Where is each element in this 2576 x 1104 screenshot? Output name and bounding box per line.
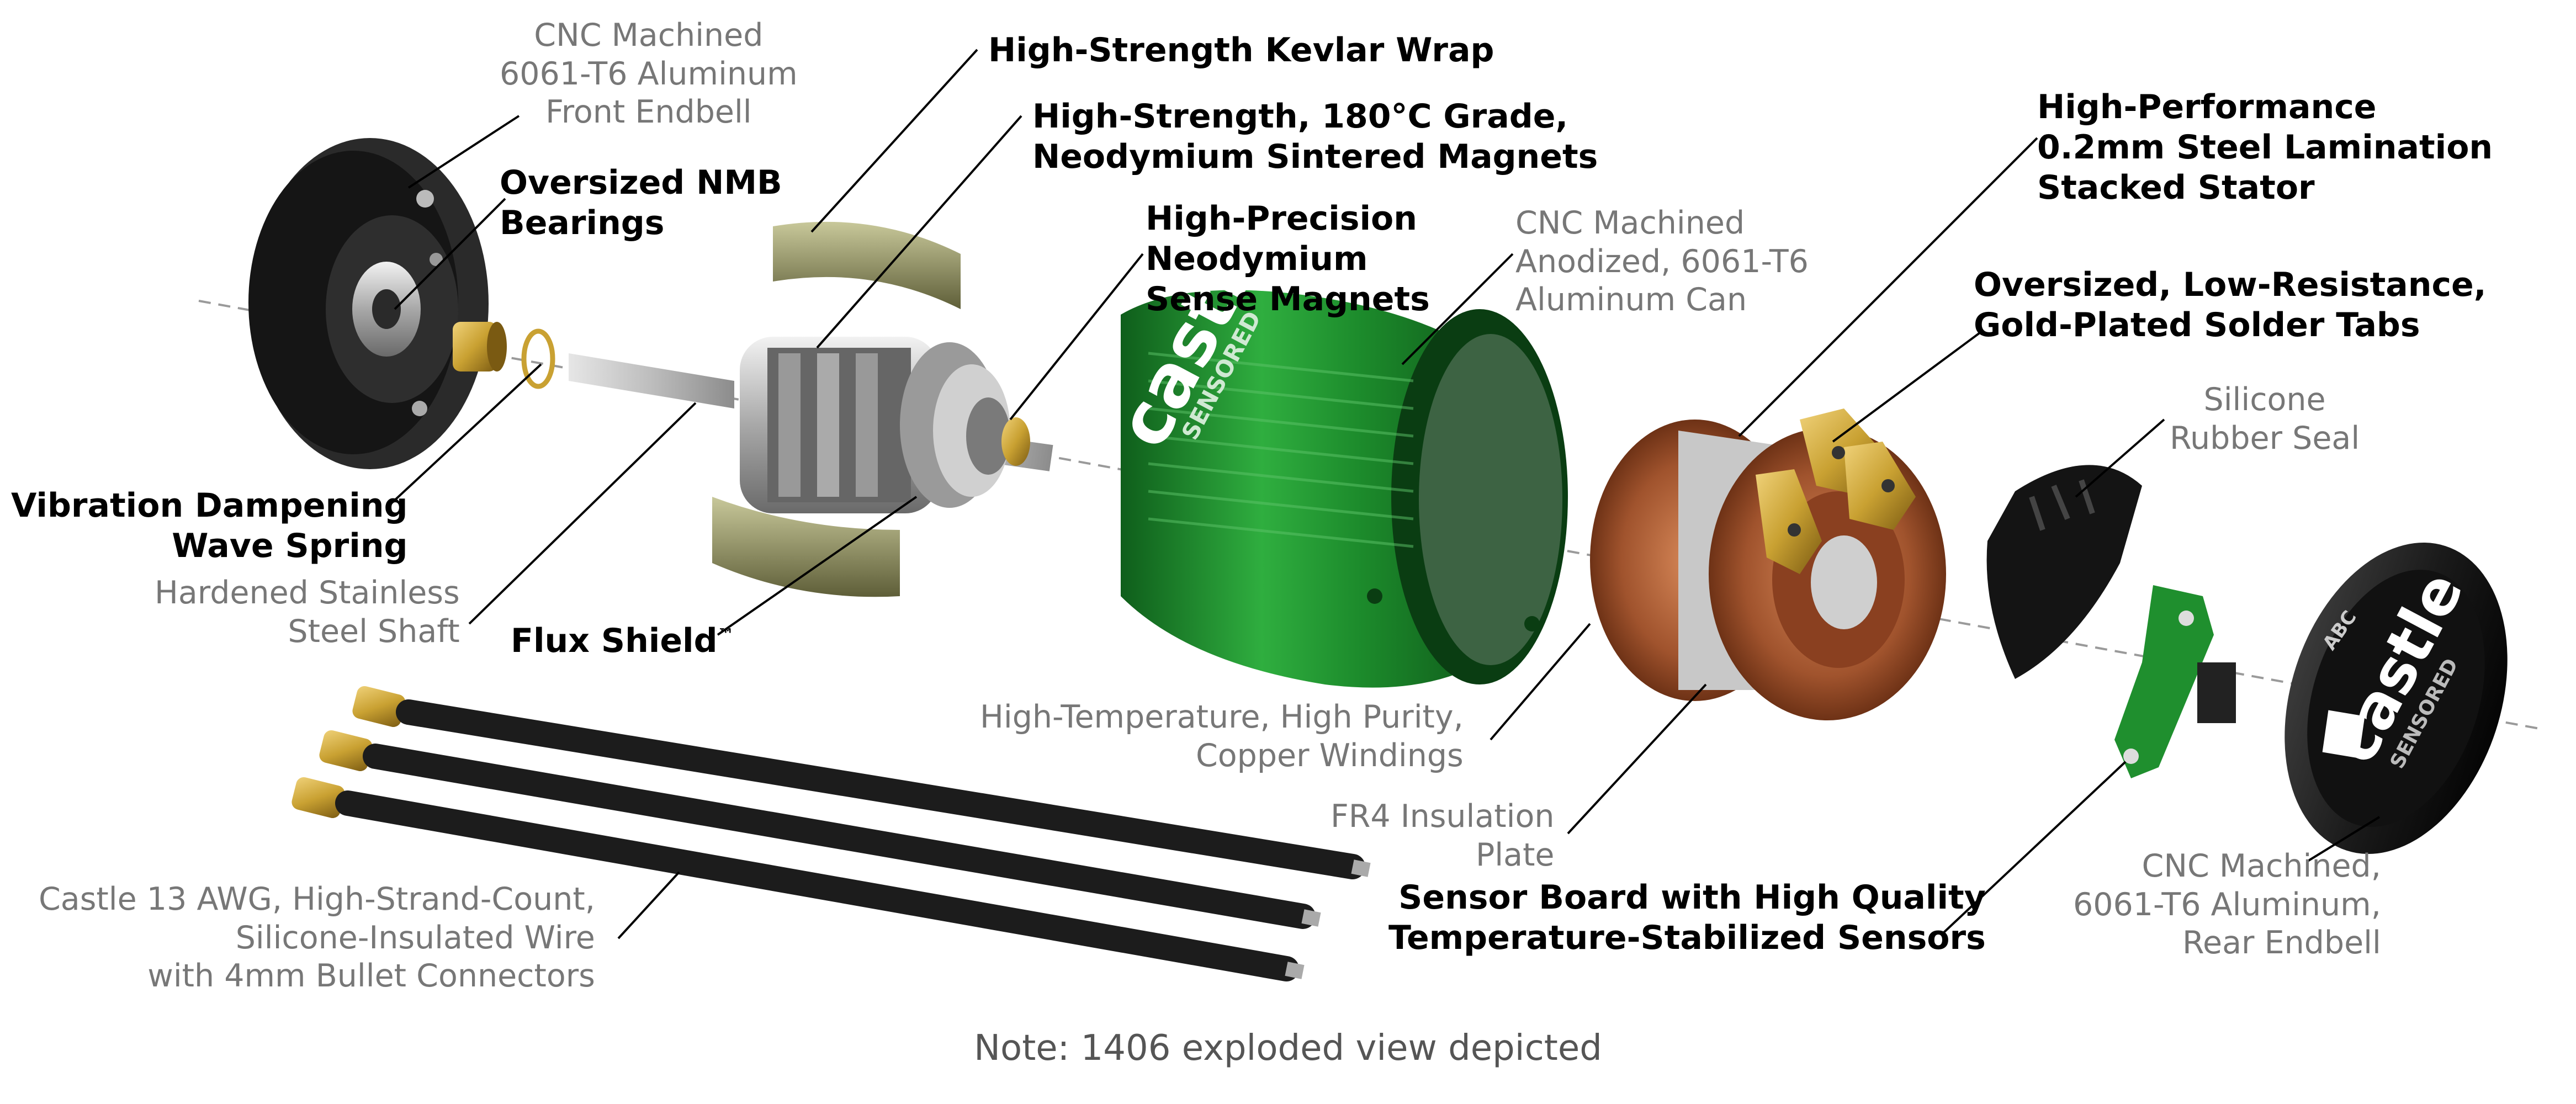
label-wave-spring: Vibration Dampening Wave Spring [11, 486, 408, 566]
label-wire: Castle 13 AWG, High-Strand-Count, Silico… [39, 881, 595, 995]
wire-1 [352, 686, 1371, 879]
wire-2 [319, 730, 1321, 929]
label-shaft: Hardened Stainless Steel Shaft [155, 575, 460, 650]
label-front-endbell: CNC Machined 6061-T6 Aluminum Front Endb… [500, 17, 798, 131]
label-rear-endbell: CNC Machined, 6061-T6 Aluminum, Rear End… [2073, 848, 2381, 962]
label-sense-magnets: High-Precision Neodymium Sense Magnets [1146, 199, 1430, 319]
label-windings: High-Temperature, High Purity, Copper Wi… [980, 699, 1464, 774]
label-flux-shield: Flux Shield™ [511, 622, 734, 660]
label-insulation: FR4 Insulation Plate [1331, 798, 1555, 873]
rear-endbell: castle SENSORED ABC [2285, 543, 2508, 854]
label-can: CNC Machined Anodized, 6061-T6 Aluminum … [1515, 205, 1809, 319]
label-kevlar-wrap: High-Strength Kevlar Wrap [988, 31, 1494, 70]
rubber-seal [1986, 465, 2142, 679]
wires [291, 686, 1371, 981]
label-sensor-board: Sensor Board with High Quality Temperatu… [1388, 878, 1986, 958]
sensor-board [2114, 585, 2236, 778]
footnote: Note: 1406 exploded view depicted [974, 1028, 1602, 1069]
front-endbell [248, 138, 489, 469]
trademark-mark: ™ [717, 625, 734, 645]
solder-tabs [1756, 408, 1916, 574]
label-magnets: High-Strength, 180°C Grade, Neodymium Si… [1032, 97, 1598, 177]
rotor-assembly [740, 337, 1030, 513]
aluminum-can: castle SENSORED [1100, 208, 1568, 688]
label-solder-tabs: Oversized, Low-Resistance, Gold-Plated S… [1974, 266, 2487, 345]
leader-lines [385, 49, 2381, 940]
kevlar-wrap [712, 221, 961, 597]
label-stator: High-Performance 0.2mm Steel Lamination … [2037, 88, 2493, 208]
stator [1590, 408, 1946, 720]
label-bearings: Oversized NMB Bearings [500, 163, 782, 243]
label-seal: Silicone Rubber Seal [2170, 381, 2360, 457]
bearing-and-spring [453, 322, 555, 389]
wire-3 [291, 777, 1305, 981]
